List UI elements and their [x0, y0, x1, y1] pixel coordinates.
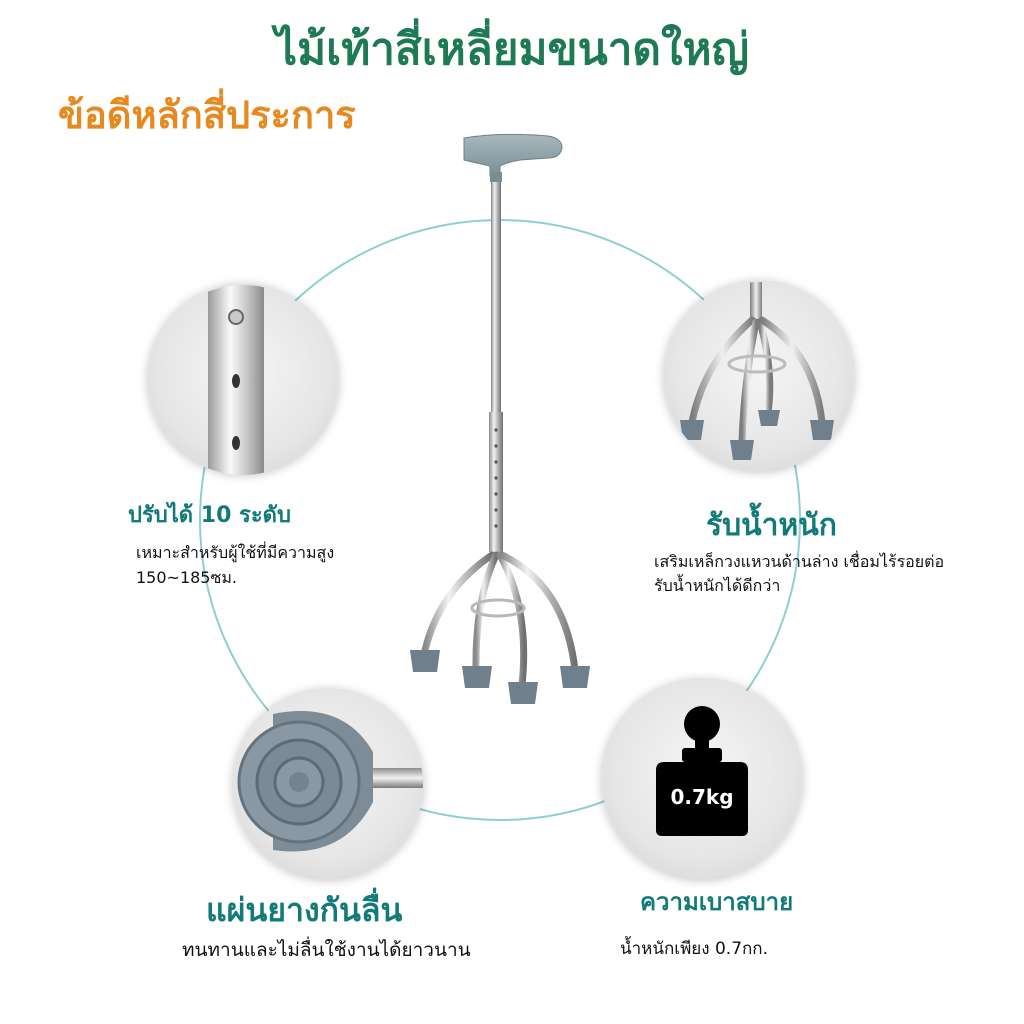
load-title: รับน้ำหนัก [706, 508, 837, 543]
cane-product-image [410, 133, 590, 704]
rubber-tip-image [233, 690, 423, 880]
adjustable-desc-line1: เหมาะสำหรับผู้ใช้ที่มีความสูง [136, 543, 335, 562]
cane-base-image [664, 282, 854, 472]
page-subtitle: ข้อดีหลักสี่ประการ [58, 93, 356, 137]
light-title: ความเบาสบาย [640, 888, 794, 916]
adjustable-holes-image [148, 285, 338, 475]
page-title: ไม้เท้าสี่เหลี่ยมขนาดใหญ่ [275, 24, 749, 75]
rubber-desc: ทนทานและไม่ลื่นใช้งานได้ยาวนาน [182, 939, 471, 961]
weight-image: 0.7kg [602, 680, 802, 880]
adjustable-desc-line2: 150~185ซม. [136, 568, 237, 587]
adjustable-title: ปรับได้ 10 ระดับ [128, 503, 291, 528]
load-desc-line1: เสริมเหล็กวงแหวนด้านล่าง เชื่อมไร้รอยต่อ [654, 552, 945, 571]
load-desc-line2: รับน้ำหนักได้ดีกว่า [654, 576, 781, 595]
rubber-title: แผ่นยางกันลื่น [206, 891, 403, 929]
light-desc: น้ำหนักเพียง 0.7กก. [620, 939, 768, 959]
weight-label: 0.7kg [670, 785, 734, 809]
